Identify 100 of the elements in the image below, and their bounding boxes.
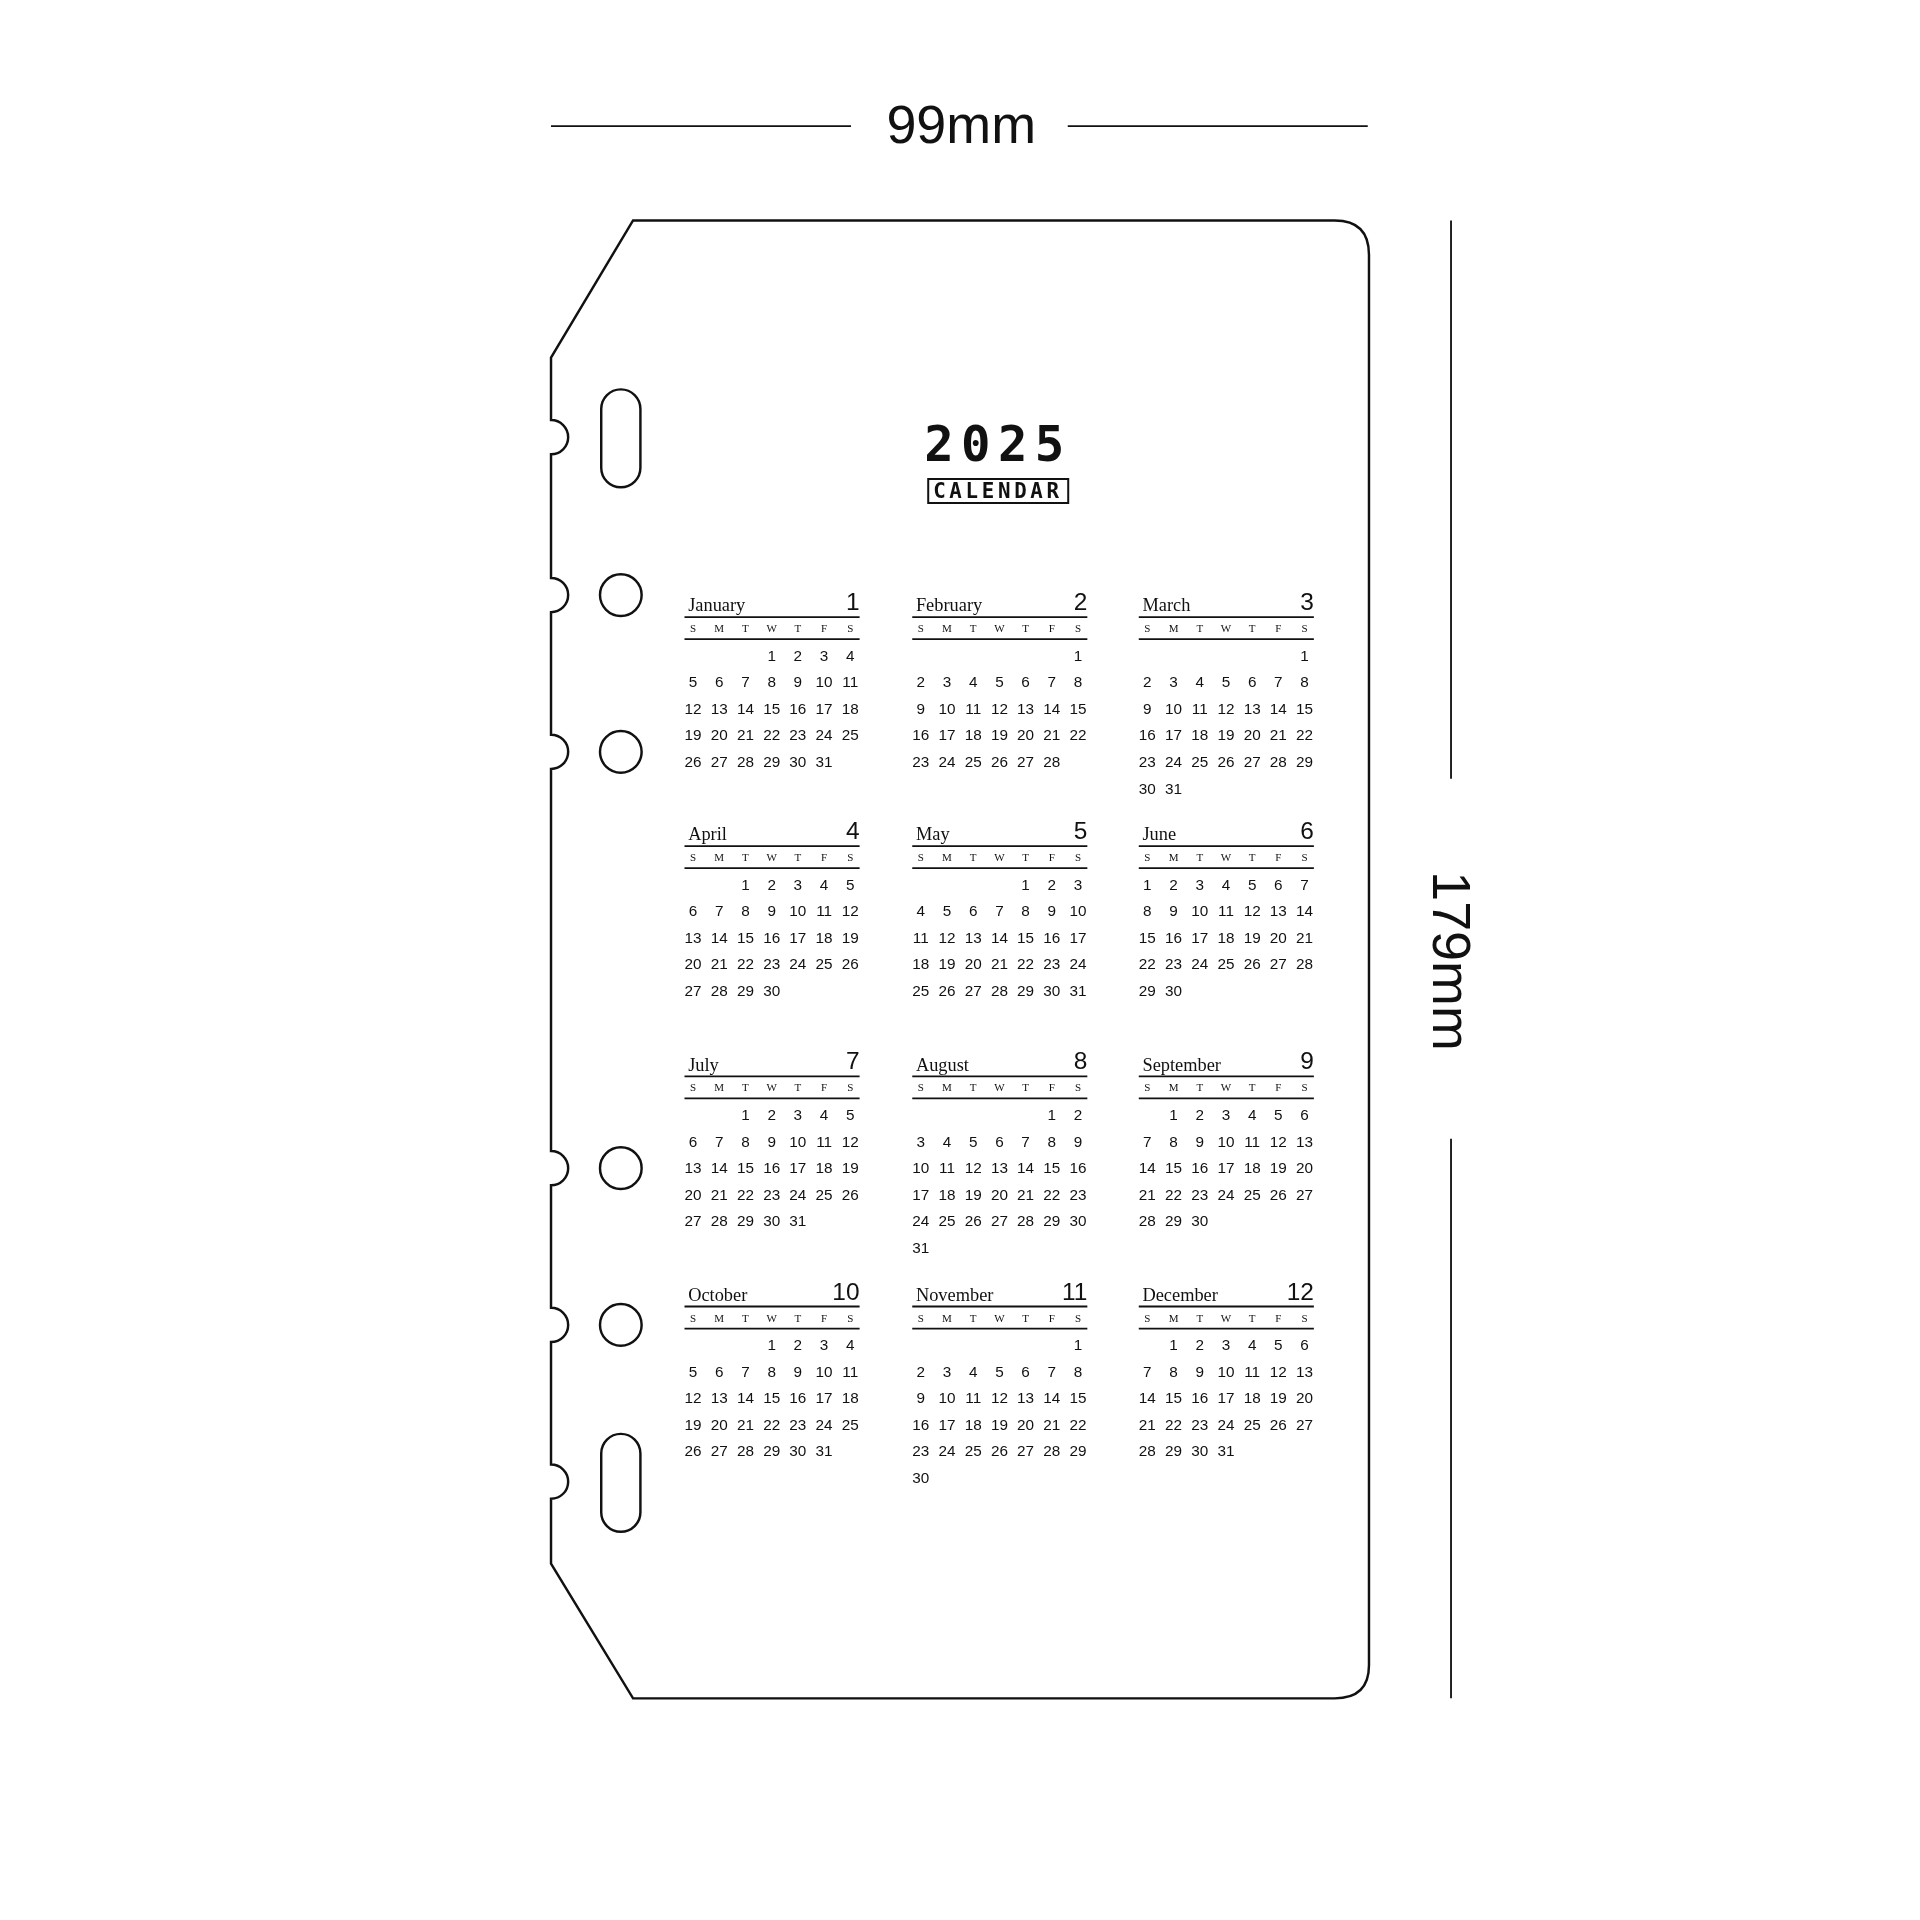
day-number: 20 <box>684 1186 702 1202</box>
weekday-label: T <box>1196 623 1204 635</box>
day-number: 12 <box>964 1160 982 1176</box>
day-number: 3 <box>1221 1106 1231 1123</box>
weekday-label: F <box>1048 852 1055 864</box>
weekday-label: F <box>821 623 828 635</box>
day-number: 21 <box>1296 929 1314 946</box>
day-number: 23 <box>1191 1416 1209 1433</box>
day-number: 9 <box>1047 903 1057 919</box>
weekday-label: M <box>714 1082 725 1094</box>
day-number: 15 <box>1165 1160 1183 1176</box>
month-number: 8 <box>1073 1049 1088 1074</box>
day-number: 8 <box>767 674 776 690</box>
month-number: 11 <box>1061 1279 1088 1305</box>
weekday-label: S <box>1301 1082 1308 1094</box>
day-number: 11 <box>939 1160 955 1176</box>
day-number: 10 <box>1069 903 1087 919</box>
day-number: 16 <box>1138 727 1156 743</box>
day-number: 9 <box>767 1133 776 1149</box>
day-number: 30 <box>763 983 781 999</box>
day-number: 23 <box>1138 754 1156 770</box>
day-number: 3 <box>1073 876 1083 893</box>
day-number: 28 <box>1043 1443 1061 1459</box>
day-number: 21 <box>1138 1186 1156 1202</box>
day-number: 6 <box>1300 1337 1309 1353</box>
day-number: 28 <box>990 983 1008 999</box>
day-number: 25 <box>964 754 982 770</box>
day-number: 16 <box>763 1160 781 1176</box>
day-number: 8 <box>1021 903 1030 919</box>
weekday-label: T <box>1248 1082 1256 1094</box>
weekday-label: M <box>1168 852 1179 864</box>
day-number: 29 <box>1043 1213 1061 1229</box>
day-number: 20 <box>710 727 728 743</box>
day-number: 8 <box>1300 674 1309 690</box>
day-number: 19 <box>1269 1390 1287 1406</box>
day-number: 2 <box>1047 876 1057 893</box>
day-number: 3 <box>942 1363 952 1379</box>
day-number: 15 <box>736 929 754 946</box>
weekday-label: S <box>1144 1312 1151 1324</box>
day-number: 8 <box>741 903 750 919</box>
day-number: 31 <box>815 1443 833 1459</box>
day-number: 22 <box>1043 1186 1061 1202</box>
day-number: 9 <box>1169 903 1178 919</box>
day-number: 14 <box>1138 1390 1156 1406</box>
day-number: 17 <box>1217 1390 1235 1406</box>
day-number: 5 <box>688 1363 698 1379</box>
day-number: 16 <box>789 700 807 717</box>
weekday-label: T <box>742 1082 749 1094</box>
day-number: 13 <box>710 700 728 717</box>
day-number: 24 <box>1217 1186 1235 1202</box>
day-number: 15 <box>1043 1160 1061 1176</box>
weekday-label: S <box>1074 623 1082 635</box>
month-name: August <box>915 1055 969 1074</box>
weekday-label: W <box>994 1082 1005 1094</box>
day-number: 2 <box>1143 674 1152 690</box>
day-number: 16 <box>912 1416 930 1433</box>
day-number: 27 <box>684 1213 702 1229</box>
day-number: 9 <box>1143 700 1152 717</box>
weekday-label: F <box>1048 1312 1055 1324</box>
weekday-label: W <box>766 1082 777 1094</box>
day-number: 14 <box>1017 1160 1035 1176</box>
weekday-label: S <box>1144 852 1151 864</box>
day-number: 7 <box>1021 1133 1030 1149</box>
day-number: 27 <box>1017 1443 1035 1459</box>
day-number: 31 <box>912 1239 930 1256</box>
weekday-label: M <box>942 623 952 635</box>
weekday-label: T <box>1196 1312 1204 1324</box>
day-number: 15 <box>763 700 781 717</box>
day-number: 23 <box>789 1416 807 1433</box>
day-number: 8 <box>1073 674 1083 690</box>
day-number: 24 <box>1191 956 1209 972</box>
day-number: 11 <box>1244 1363 1261 1379</box>
day-number: 24 <box>938 1443 956 1459</box>
day-number: 2 <box>793 1337 803 1353</box>
day-number: 18 <box>1243 1160 1261 1176</box>
day-number: 28 <box>710 983 728 999</box>
month-name: December <box>1142 1285 1218 1305</box>
day-number: 19 <box>964 1186 982 1202</box>
day-number: 21 <box>1017 1186 1035 1202</box>
day-number: 8 <box>1073 1363 1083 1379</box>
day-number: 30 <box>1191 1443 1209 1459</box>
day-number: 19 <box>684 727 702 743</box>
day-number: 28 <box>736 754 754 770</box>
day-number: 3 <box>916 1133 926 1149</box>
weekday-label: T <box>969 1312 977 1324</box>
day-number: 20 <box>1296 1160 1314 1176</box>
day-number: 15 <box>1165 1390 1183 1406</box>
day-number: 1 <box>1073 1337 1083 1353</box>
month-name: April <box>688 825 727 844</box>
day-number: 10 <box>1217 1363 1235 1379</box>
day-number: 22 <box>763 727 781 743</box>
month-name: September <box>1142 1055 1221 1074</box>
day-number: 29 <box>1069 1443 1087 1459</box>
day-number: 4 <box>819 1106 829 1123</box>
day-number: 24 <box>938 754 956 770</box>
day-number: 24 <box>815 727 833 743</box>
weekday-label: T <box>1248 852 1256 864</box>
day-number: 22 <box>736 1186 754 1202</box>
month-name: November <box>915 1285 994 1305</box>
day-number: 22 <box>1138 956 1156 972</box>
